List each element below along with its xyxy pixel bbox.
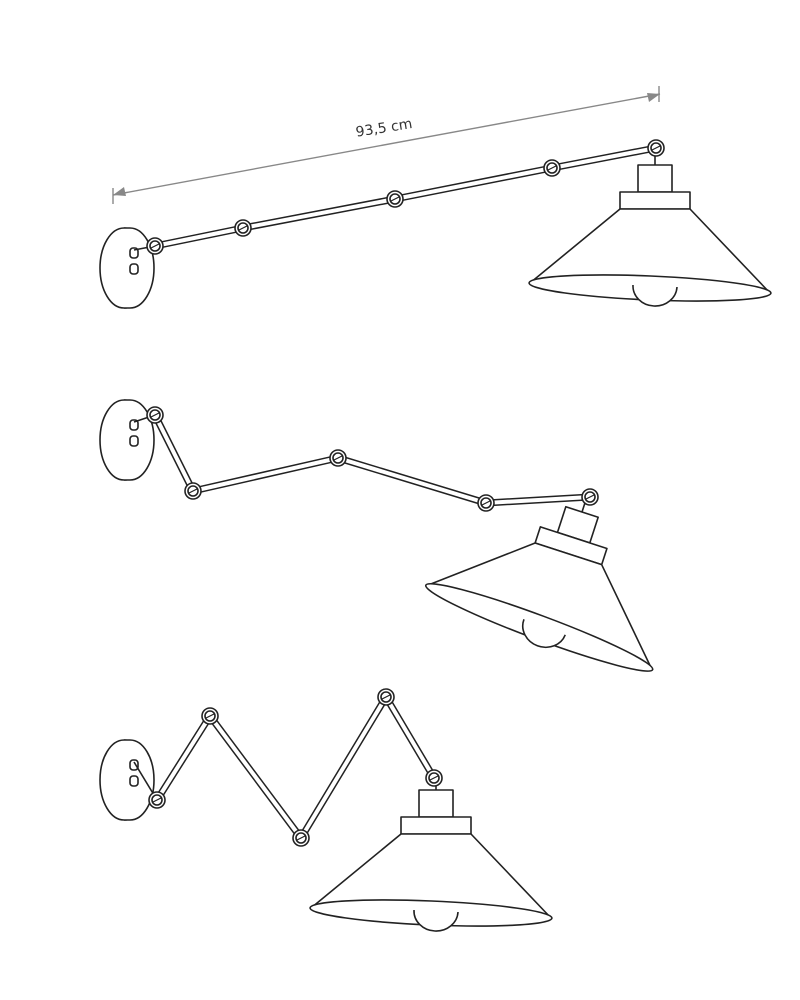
dimension-label: 93,5 cm <box>355 116 414 141</box>
mount-screw <box>129 435 139 447</box>
screw-slot <box>150 243 160 249</box>
light-bulb <box>413 909 459 932</box>
screw-slot <box>585 494 595 500</box>
light-bulb <box>521 619 566 649</box>
arm-segment-fill <box>208 714 303 840</box>
mount-screw <box>129 419 139 431</box>
screw-slot <box>238 225 248 231</box>
mount-screw <box>129 247 139 259</box>
screw-slot <box>429 775 439 781</box>
screw-slot <box>651 145 661 151</box>
screw-slot <box>390 196 400 202</box>
screw-slot <box>152 797 162 803</box>
arm-segment-fill <box>485 495 591 505</box>
arm-segment-fill <box>153 414 195 492</box>
screw-slot <box>333 455 343 461</box>
arm-segment-fill <box>242 197 396 230</box>
mount-screw <box>129 759 139 771</box>
wall-plate-edge <box>124 739 155 821</box>
screw-slot <box>296 835 306 841</box>
lamp-zigzag-folded <box>99 688 553 932</box>
dimension-arrow-line <box>112 93 661 196</box>
arrow-right-icon <box>647 93 660 102</box>
shade-socket <box>418 789 454 818</box>
lamp-shade <box>424 494 654 672</box>
mount-screw <box>129 263 139 275</box>
shade-collar <box>619 191 691 210</box>
screw-slot <box>481 500 491 506</box>
screw-slot <box>547 165 557 171</box>
screw-slot <box>150 412 160 418</box>
arrow-left-icon <box>113 187 126 196</box>
arm-segment-fill <box>299 695 388 840</box>
lamp-shade <box>309 772 553 932</box>
lamp-extended <box>99 139 772 309</box>
arm-segment-fill <box>192 456 339 493</box>
arm-segment-fill <box>384 695 436 780</box>
screw-slot <box>381 694 391 700</box>
screw-slot <box>205 713 215 719</box>
dimension-line: 93,5 cm <box>112 86 661 204</box>
arm-segment-fill <box>154 226 244 248</box>
screw-slot <box>188 488 198 494</box>
lamp-partially-folded <box>99 399 654 672</box>
arm-segment-fill <box>155 714 212 802</box>
shade-socket <box>637 164 673 193</box>
arm-segment-fill <box>551 146 657 170</box>
shade-collar <box>400 816 472 835</box>
lamp-shade <box>528 147 772 307</box>
mount-screw <box>129 775 139 787</box>
arm-segment-fill <box>394 166 553 201</box>
light-bulb <box>632 284 678 307</box>
arm-segment-fill <box>337 456 487 505</box>
